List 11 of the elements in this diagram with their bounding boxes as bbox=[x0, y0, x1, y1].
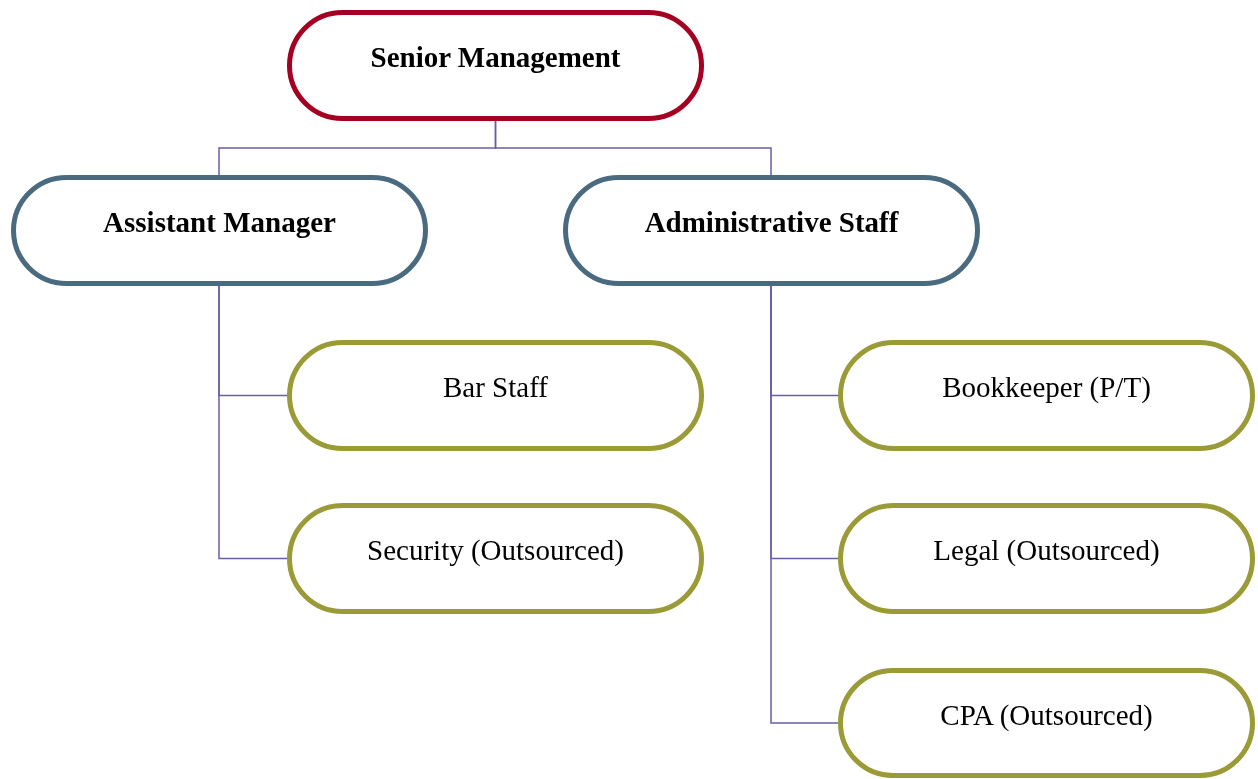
role-label: Bookkeeper (P/T) bbox=[942, 370, 1151, 406]
connector-line bbox=[494, 120, 772, 176]
connector-line bbox=[770, 285, 839, 724]
role-label: Administrative Staff bbox=[644, 205, 899, 241]
role-label: Assistant Manager bbox=[103, 205, 336, 241]
role-label: Security (Outsourced) bbox=[367, 533, 624, 569]
role-label: Senior Management bbox=[370, 40, 621, 76]
connector-line bbox=[218, 285, 288, 560]
role-label: Bar Staff bbox=[443, 370, 548, 406]
role-label: CPA (Outsourced) bbox=[940, 697, 1153, 733]
role-label: Legal (Outsourced) bbox=[933, 533, 1160, 569]
